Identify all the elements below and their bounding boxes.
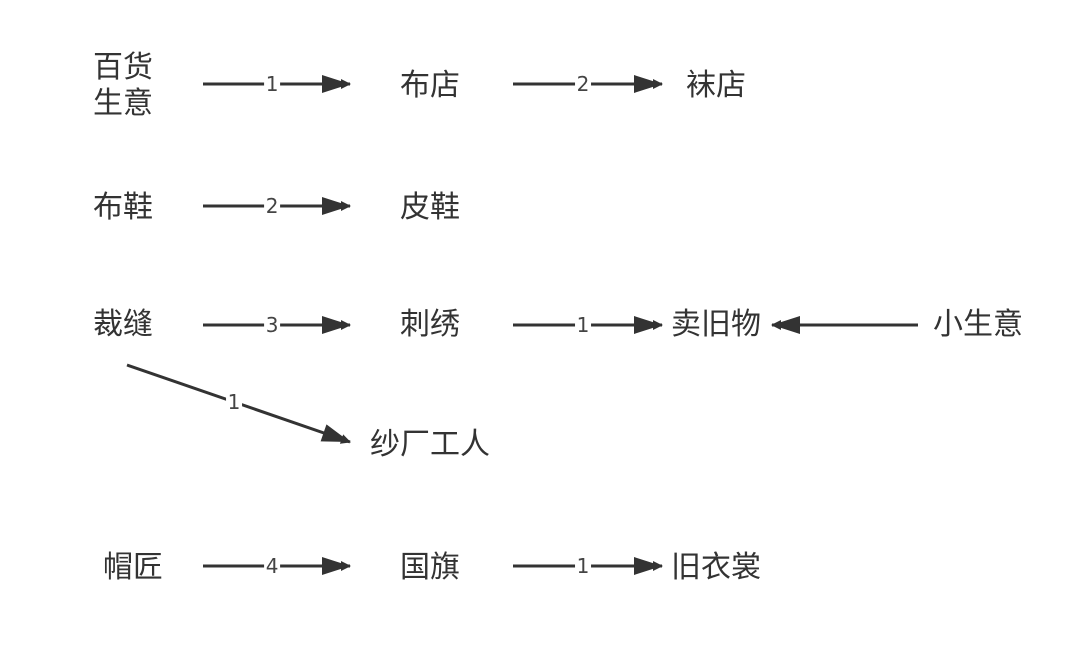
edge-caifeng-shachang: 1 bbox=[126, 363, 351, 444]
edge-caifeng-cixiu: 3 bbox=[203, 313, 351, 337]
edge-label: 2 bbox=[266, 194, 279, 218]
node-jiuyishang: 旧衣裳 bbox=[671, 550, 761, 585]
edge-label: 2 bbox=[577, 72, 590, 96]
edge-label: 4 bbox=[266, 554, 279, 578]
node-pixie: 皮鞋 bbox=[400, 190, 460, 225]
node-buxie: 布鞋 bbox=[93, 190, 153, 225]
edge-cixiu-maijiuwu: 1 bbox=[513, 313, 663, 337]
node-baihuo: 百货生意 bbox=[93, 50, 153, 121]
node-caifeng: 裁缝 bbox=[93, 307, 153, 342]
node-shachang: 纱厂工人 bbox=[370, 427, 490, 462]
node-guoqi: 国旗 bbox=[400, 550, 460, 585]
arrowhead-icon bbox=[320, 424, 350, 442]
edge-label: 1 bbox=[228, 390, 241, 414]
arrowhead-icon bbox=[322, 557, 350, 575]
edge-maojiang-guoqi: 4 bbox=[203, 554, 351, 578]
node-wadian: 袜店 bbox=[686, 68, 746, 103]
arrowhead-icon bbox=[322, 316, 350, 334]
node-budian: 布店 bbox=[400, 68, 460, 103]
edge-label: 1 bbox=[577, 554, 590, 578]
edge-baihuo-budian: 1 bbox=[203, 72, 351, 96]
arrowhead-icon bbox=[322, 197, 350, 215]
edge-label: 3 bbox=[266, 313, 279, 337]
arrowhead-icon bbox=[772, 316, 800, 334]
edge-label: 1 bbox=[266, 72, 279, 96]
edge-label: 1 bbox=[577, 313, 590, 337]
node-cixiu: 刺绣 bbox=[400, 307, 460, 342]
edge-budian-wadian: 2 bbox=[513, 72, 663, 96]
arrowhead-icon bbox=[322, 75, 350, 93]
edge-buxie-pixie: 2 bbox=[203, 194, 351, 218]
arrowhead-icon bbox=[634, 75, 662, 93]
edge-guoqi-jiuyishang: 1 bbox=[513, 554, 663, 578]
arrowhead-icon bbox=[634, 316, 662, 334]
node-maijiuwu: 卖旧物 bbox=[671, 307, 761, 342]
node-xiaoshengyi: 小生意 bbox=[933, 307, 1023, 342]
node-maojiang: 帽匠 bbox=[103, 550, 163, 585]
arrowhead-icon bbox=[634, 557, 662, 575]
edge-xiaoshengyi-maijiuwu bbox=[771, 316, 918, 334]
